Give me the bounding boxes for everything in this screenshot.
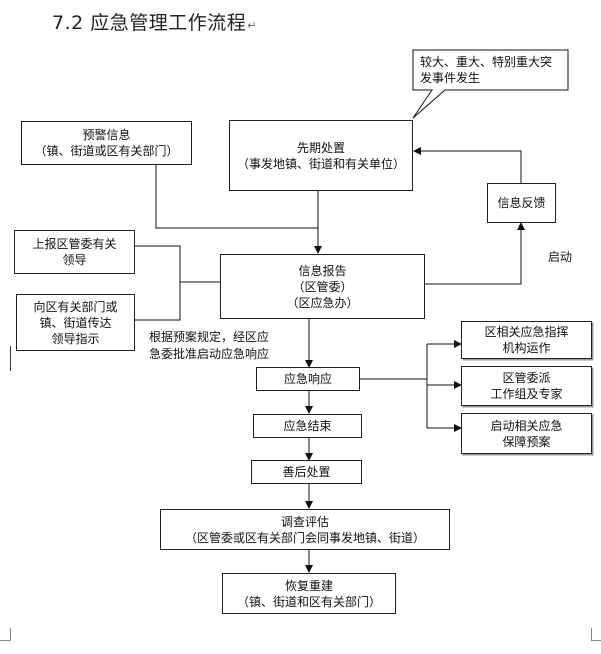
initial-response-title: 先期处置 [296, 140, 345, 155]
emergency-end-text: 应急结束 [283, 419, 332, 433]
working-group-box: 区管委派 工作组及专家 [461, 366, 592, 406]
working-group-line-1: 区管委派 [502, 371, 551, 385]
command-org-box: 区相关应急指挥 机构运作 [461, 321, 592, 359]
report-upper-line-1: 上报区管委有关 [32, 237, 117, 251]
approval-line-2: 急委批准启动应急响应 [149, 347, 270, 361]
investigation-box: 调查评估 （区管委或区有关部门会同事发地镇、街道） [160, 509, 450, 550]
approval-label: 根据预案规定，经区应 急委批准启动应急响应 [149, 329, 269, 363]
investigation-title: 调查评估 [280, 514, 329, 529]
text-cursor-mark [10, 346, 11, 371]
info-report-line-3: （区应急办） [286, 295, 359, 310]
convey-instructions-box: 向区有关部门或 镇、街道传达 领导指示 [16, 294, 135, 351]
callout-line-2: 发事件发生 [420, 71, 481, 85]
page-title: 7.2 应急管理工作流程↵ [52, 12, 257, 34]
arrow-report-to-feedback [425, 222, 525, 285]
feedback-text: 信息反馈 [497, 196, 546, 210]
aftermath-box: 善后处置 [251, 460, 362, 484]
callout-line-1: 较大、重大、特别重大突 [420, 55, 553, 69]
page-corner-mark-left [0, 628, 11, 641]
early-warning-sub: （镇、街道或区有关部门） [34, 144, 179, 158]
page-corner-mark-right [591, 628, 601, 641]
callout-bubble [412, 49, 569, 119]
support-plan-line-2: 保障预案 [502, 434, 551, 449]
convey-line-1: 向区有关部门或 [33, 299, 118, 314]
reconstruction-sub: （镇、街道和区有关部门） [236, 594, 381, 609]
activate-label: 启动 [548, 250, 573, 264]
approval-line-1: 根据预案规定，经区应 [149, 330, 270, 344]
arrow-warning-to-report [155, 165, 318, 229]
emergency-response-box: 应急响应 [256, 367, 360, 391]
support-plan-line-1: 启动相关应急 [490, 418, 563, 433]
working-group-line-2: 工作组及专家 [490, 387, 563, 401]
report-upper-box: 上报区管委有关 领导 [14, 230, 135, 274]
arrow-feedback-to-initial [413, 147, 522, 183]
emergency-response-text: 应急响应 [283, 372, 332, 386]
info-report-box: 信息报告 （区管委） （区应急办） [220, 254, 425, 319]
support-plan-box: 启动相关应急 保障预案 [461, 413, 592, 454]
feedback-box: 信息反馈 [487, 183, 556, 223]
paragraph-mark: ↵ [247, 19, 257, 32]
initial-response-box: 先期处置 （事发地镇、街道和有关单位） [229, 120, 413, 191]
callout-text: 较大、重大、特别重大突 发事件发生 [414, 51, 567, 89]
emergency-end-box: 应急结束 [253, 414, 362, 438]
info-report-line-2: （区管委） [292, 279, 353, 294]
convey-line-3: 领导指示 [51, 331, 100, 346]
convey-line-2: 镇、街道传达 [39, 315, 112, 330]
initial-response-sub: （事发地镇、街道和有关单位） [236, 156, 405, 171]
early-warning-title: 预警信息 [82, 128, 131, 142]
early-warning-box: 预警信息 （镇、街道或区有关部门） [21, 121, 192, 165]
line-report-upper [135, 245, 181, 321]
investigation-sub: （区管委或区有关部门会同事发地镇、街道） [184, 530, 425, 545]
info-report-title: 信息报告 [298, 263, 347, 278]
command-org-line-1: 区相关应急指挥 [484, 325, 569, 339]
reconstruction-box: 恢复重建 （镇、街道和区有关部门） [222, 573, 396, 614]
aftermath-text: 善后处置 [282, 465, 331, 479]
report-upper-line-2: 领导 [62, 253, 87, 267]
command-org-line-2: 机构运作 [502, 341, 551, 355]
reconstruction-title: 恢复重建 [284, 578, 333, 593]
